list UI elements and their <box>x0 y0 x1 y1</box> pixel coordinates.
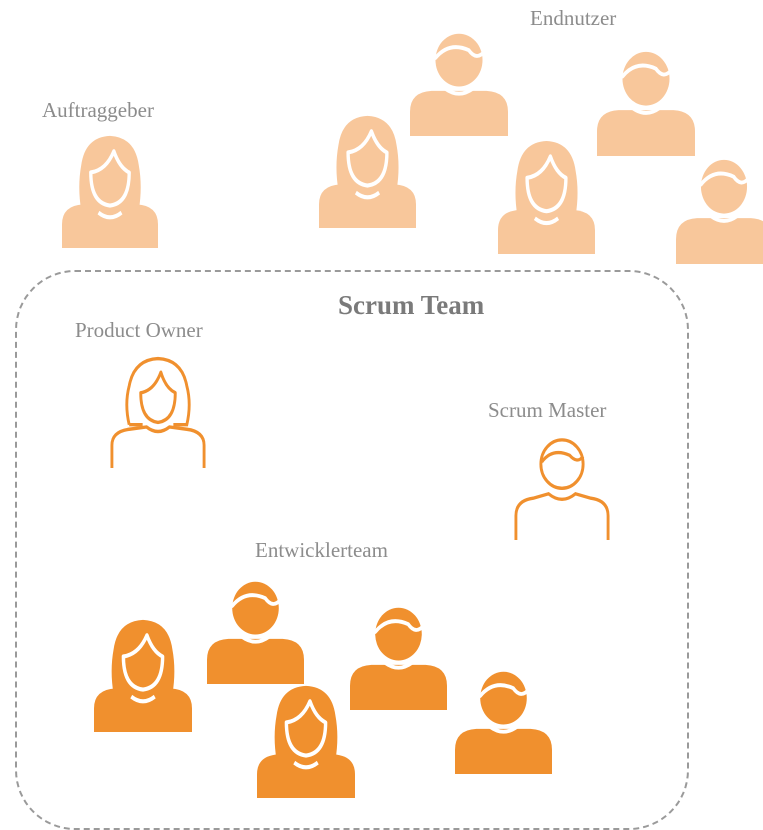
client-label: Auftraggeber <box>42 98 154 122</box>
product-owner-label: Product Owner <box>75 318 203 342</box>
person-male-icon <box>410 26 508 136</box>
end-users-label: Endnutzer <box>530 6 617 30</box>
person-female-icon <box>62 130 158 248</box>
person-female-icon <box>498 135 595 254</box>
person-male-icon <box>514 430 610 540</box>
person-female-icon <box>319 110 416 228</box>
person-male-icon <box>676 152 763 264</box>
person-male-icon <box>350 600 447 710</box>
person-male-icon <box>597 44 695 156</box>
person-male-icon <box>207 574 304 684</box>
scrum-master-label: Scrum Master <box>488 398 607 422</box>
person-female-icon <box>110 354 206 468</box>
person-female-icon <box>94 614 192 732</box>
person-male-icon <box>455 664 552 774</box>
dev-team-label: Entwicklerteam <box>255 538 388 562</box>
person-female-icon <box>257 680 355 798</box>
scrum-team-title: Scrum Team <box>338 290 485 320</box>
